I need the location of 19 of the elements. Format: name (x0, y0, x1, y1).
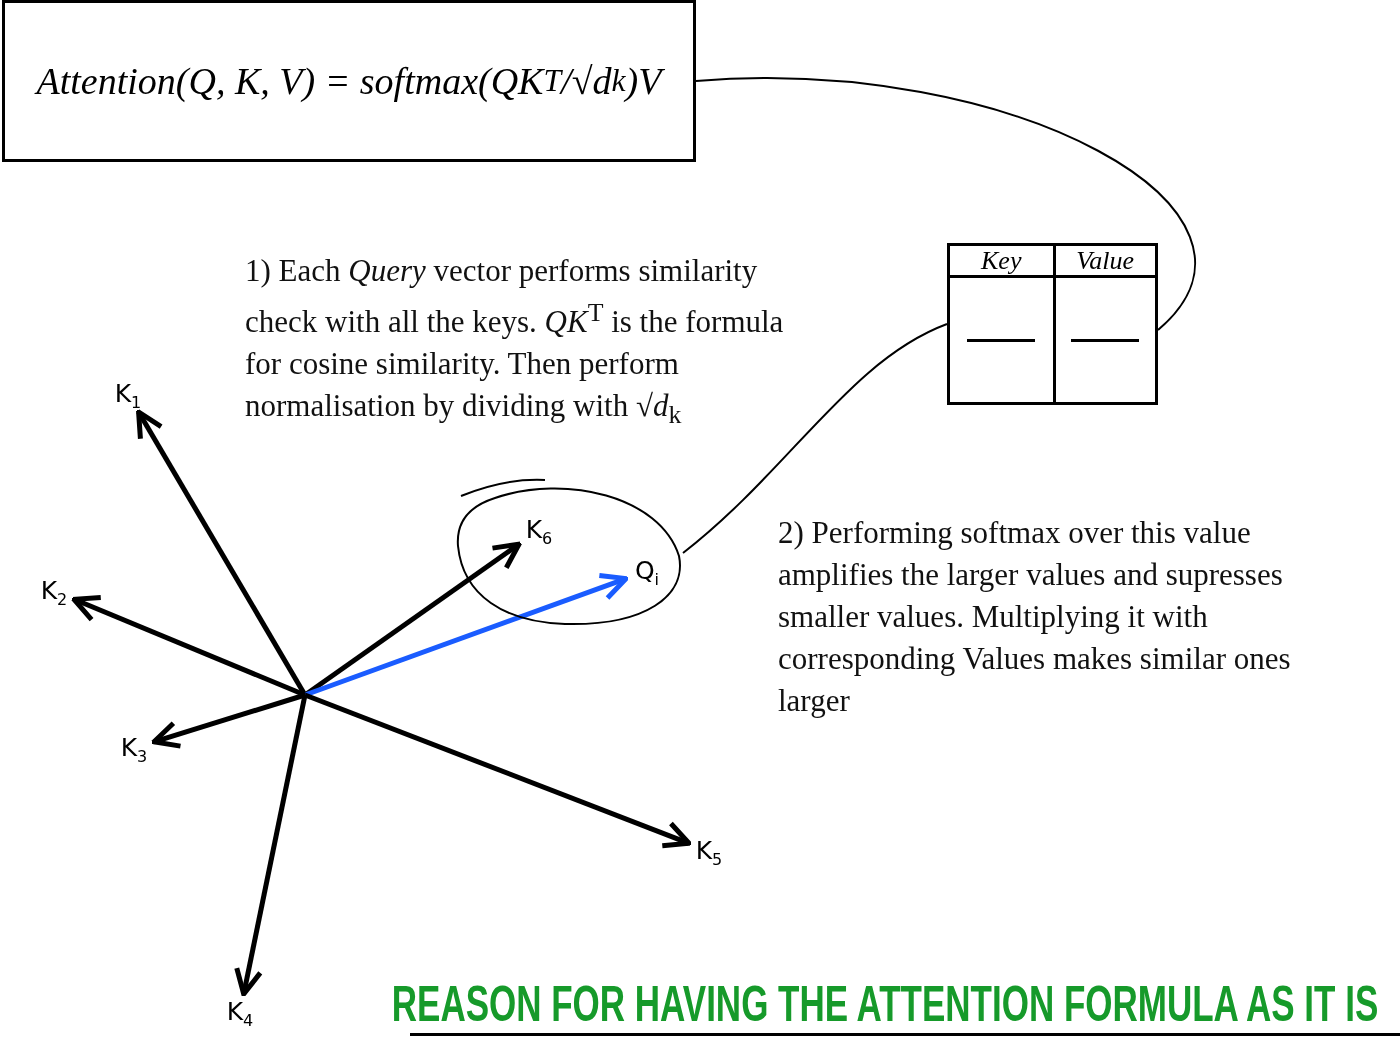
vector-arrow (71, 594, 306, 698)
vector-label: Q$_{i}$ (626, 553, 668, 589)
vector-label: K$_{6}$ (519, 512, 559, 548)
vector-arrow (234, 694, 308, 997)
vector-arrow (304, 692, 692, 849)
vector-label: K$_{1}$ (108, 376, 148, 412)
connector-curve (682, 323, 948, 554)
vector-label: K$_{2}$ (34, 573, 74, 609)
vector-label: K$_{4}$ (220, 994, 260, 1030)
annotation-text: 1) Each Query vector performs similarity check with all the keys. QK$^{T}$ is the formula for cosine similarity. Then perform normalisation by dividing with √d$_{k}$ (245, 252, 785, 432)
vector-label: K$_{5}$ (689, 833, 729, 869)
connector-curve (695, 77, 1196, 331)
annotation-text: 2) Performing softmax over this value amplifies the larger values and supresses smaller values. Multiplying it with corresponding Values makes similar ones larger (778, 514, 1292, 720)
vector-arrow (151, 692, 306, 749)
column-header: Value (1052, 246, 1155, 278)
vector-label: K$_{3}$ (114, 730, 154, 766)
column-header: Key (950, 246, 1053, 278)
vector-arrow (304, 573, 629, 698)
title: REASON FOR HAVING THE ATTENTION FORMULA AS IT IS (391, 976, 1378, 1032)
